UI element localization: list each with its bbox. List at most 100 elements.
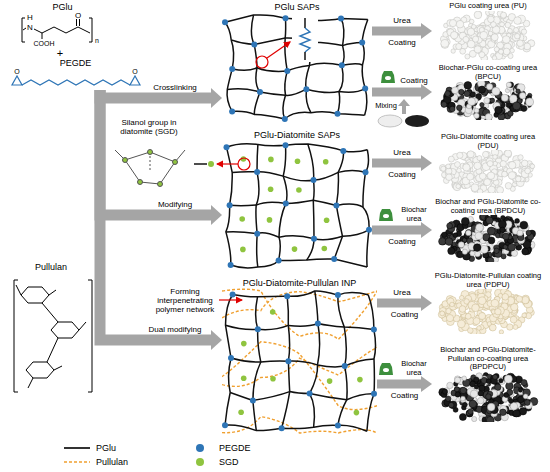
- granule: [465, 54, 470, 59]
- sgd-dot: [322, 246, 328, 252]
- granule: [488, 237, 495, 244]
- edge-label: Coating: [388, 170, 416, 179]
- ether-chain: [22, 80, 130, 85]
- granule: [487, 403, 495, 411]
- granule: [513, 102, 521, 110]
- pullulan-chain: [222, 291, 377, 318]
- pegde-crosslink: [229, 109, 235, 115]
- sack: [379, 209, 393, 221]
- granule-pile: [432, 289, 544, 334]
- pegde-crosslink: [257, 89, 263, 95]
- legend-text: Pullulan: [96, 457, 128, 467]
- pegde-crosslink: [335, 111, 341, 117]
- sgd-dot: [296, 187, 302, 193]
- bond: [28, 378, 33, 388]
- edge-label: Coating: [391, 310, 419, 319]
- pegde-crosslink: [255, 327, 261, 333]
- pglu-chain: [231, 259, 368, 268]
- granule: [462, 376, 467, 381]
- granule: [477, 189, 483, 193]
- granule: [521, 106, 527, 112]
- sgd-dot: [354, 410, 360, 416]
- granule: [445, 91, 451, 97]
- granule: [453, 233, 458, 238]
- pegde-crosslink: [254, 169, 260, 175]
- pegde-chain: [300, 28, 310, 52]
- annotation-label: O: [14, 68, 19, 76]
- granule: [487, 172, 494, 179]
- sack: [379, 363, 393, 375]
- network-area: [222, 288, 377, 436]
- granule: [509, 399, 514, 404]
- granule: [493, 162, 498, 167]
- granule-pile: [432, 81, 544, 120]
- granule: [514, 27, 519, 32]
- arrow-shaft: [377, 380, 422, 389]
- urea-pile: [378, 115, 402, 127]
- sgd-dot: [292, 247, 298, 253]
- sgd-dot: [270, 376, 276, 382]
- granule: [464, 91, 470, 97]
- block-arrow: [100, 90, 222, 225]
- edge-label: Coating: [400, 76, 428, 85]
- pglu-chain: [225, 15, 368, 22]
- granule: [487, 417, 493, 422]
- pglu-chain: [226, 230, 369, 240]
- granule: [472, 304, 480, 312]
- legend-item: Pullulan: [62, 457, 128, 467]
- granule: [474, 377, 479, 382]
- granule: [514, 17, 522, 25]
- granule: [508, 172, 516, 180]
- pegde-crosslink: [333, 203, 339, 209]
- sgd-structure: [115, 150, 185, 187]
- silanol-atom: [158, 182, 163, 187]
- silanol-atom: [138, 180, 143, 185]
- annotation-label: Mixing: [375, 102, 397, 111]
- legend-sample: [185, 457, 215, 467]
- granule: [484, 179, 491, 186]
- granule-area: [432, 289, 544, 334]
- mixing-arrow-head: [398, 99, 410, 106]
- granule: [524, 43, 531, 50]
- bond: [79, 322, 86, 330]
- granule: [439, 165, 446, 172]
- granule: [478, 289, 484, 294]
- pglu-chain: [232, 171, 365, 181]
- granule: [505, 22, 511, 28]
- granule: [474, 11, 482, 19]
- granule: [456, 43, 462, 49]
- granule: [462, 250, 467, 255]
- granule: [461, 396, 466, 401]
- structure-node: Silanol group in diatomite (SGD): [108, 118, 190, 193]
- granule: [495, 107, 502, 114]
- granule: [454, 387, 459, 392]
- granule: [461, 218, 469, 226]
- granule: [501, 216, 506, 221]
- granule: [449, 19, 456, 26]
- granule: [522, 297, 529, 304]
- pegde-crosslink: [310, 39, 316, 45]
- bond: [23, 28, 26, 30]
- sgd-dot: [327, 379, 333, 385]
- granule: [497, 187, 504, 194]
- granule: [445, 238, 453, 246]
- granule: [505, 183, 512, 190]
- product-image: Biochar and PGlu-Diatomite co-coating ur…: [432, 198, 544, 262]
- arrow-head: [421, 84, 432, 100]
- granule: [470, 390, 478, 398]
- granule: [469, 19, 474, 24]
- block-arrow: [372, 84, 432, 100]
- granule: [454, 387, 459, 392]
- bond: [66, 27, 78, 33]
- granule: [513, 410, 520, 417]
- pegde-crosslink: [363, 169, 369, 175]
- glucose-ring: [26, 362, 54, 378]
- pglu-chain: [307, 144, 315, 260]
- granule: [510, 317, 517, 324]
- pegde-crosslink: [366, 227, 372, 233]
- pegde-crosslink: [338, 16, 344, 22]
- granule: [474, 113, 479, 118]
- legend-text: SGD: [219, 457, 239, 467]
- granule: [493, 155, 498, 160]
- granule: [489, 11, 495, 15]
